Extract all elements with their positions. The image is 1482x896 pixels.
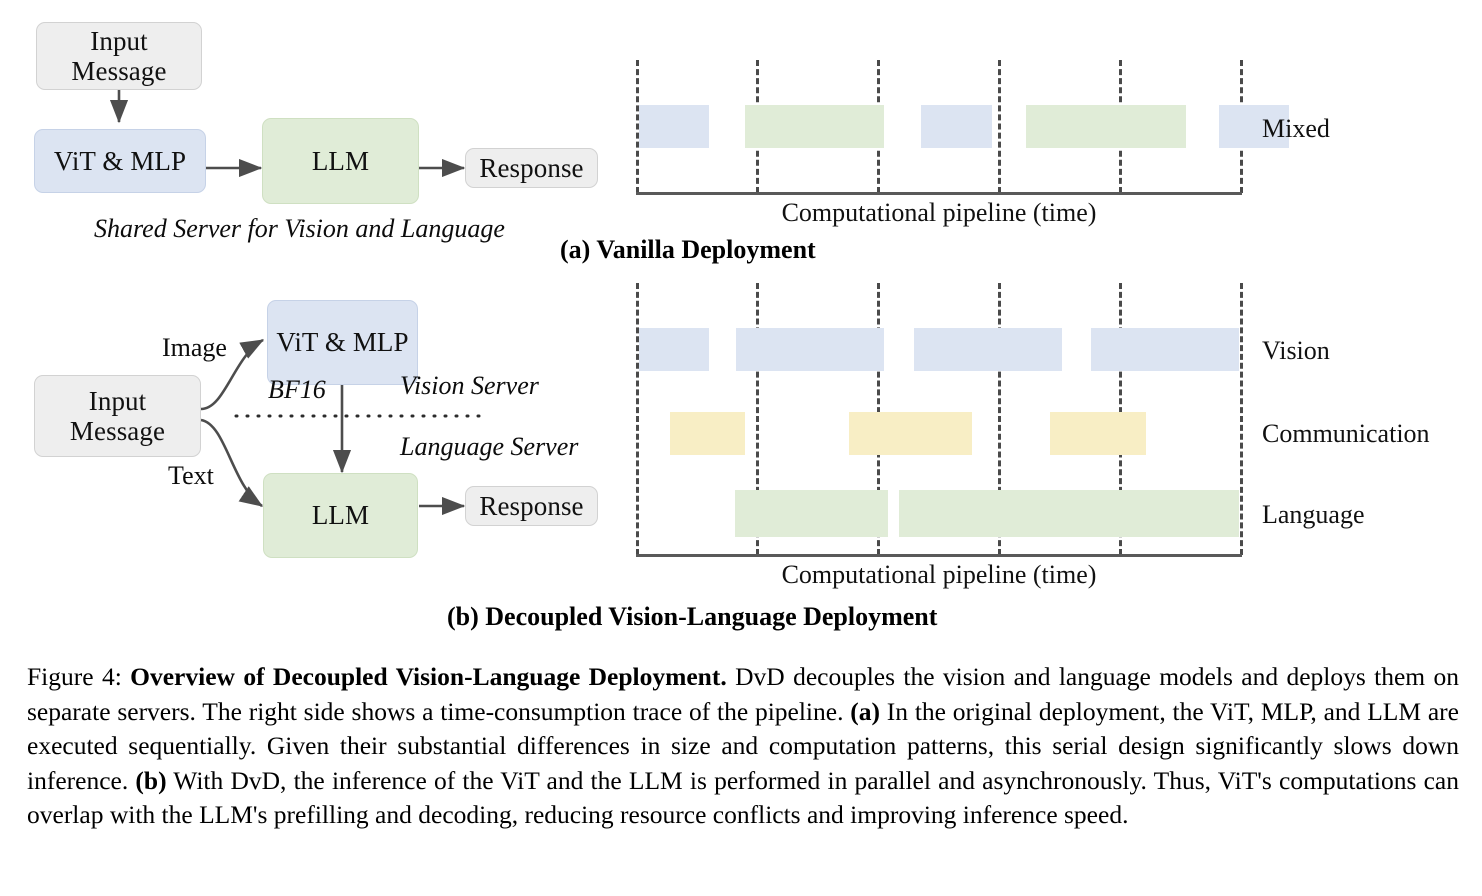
node-response-a-label: Response bbox=[479, 152, 584, 183]
bar-vision-3 bbox=[914, 328, 1062, 371]
label-vision-server: Vision Server bbox=[400, 371, 539, 400]
bar-communication-2 bbox=[849, 412, 972, 455]
bar-mixed-language-1 bbox=[745, 105, 884, 148]
chart-vanilla-timeline bbox=[636, 60, 1289, 195]
caption-body-2: In the original deployment, the ViT, MLP… bbox=[27, 696, 1459, 795]
bar-language-1 bbox=[735, 490, 888, 537]
edge-label-image: Image bbox=[162, 333, 227, 362]
gridline-b-0 bbox=[636, 283, 639, 555]
node-input-message-b-line1: Input bbox=[88, 385, 147, 416]
axis-line-b bbox=[636, 554, 1242, 557]
bar-communication-3 bbox=[1050, 412, 1146, 455]
chart-decoupled-timeline bbox=[636, 283, 1243, 556]
node-input-message-b[interactable]: Input Message bbox=[34, 375, 201, 457]
edge-label-bf16: BF16 bbox=[268, 375, 326, 404]
subcaption-b: (b) Decoupled Vision-Language Deployment bbox=[447, 602, 938, 631]
caption-title: Overview of Decoupled Vision-Language De… bbox=[130, 662, 727, 691]
bar-mixed-vision-3 bbox=[1219, 105, 1289, 148]
node-llm-b[interactable]: LLM bbox=[263, 473, 418, 558]
row-label-vision: Vision bbox=[1262, 336, 1330, 365]
bar-mixed-vision-1 bbox=[639, 105, 709, 148]
gridline-b-3 bbox=[998, 283, 1001, 555]
caption-body-1: DvD decouples the vision and language mo… bbox=[27, 662, 1459, 726]
shared-server-note: Shared Server for Vision and Language bbox=[94, 214, 505, 243]
axis-label-a: Computational pipeline (time) bbox=[781, 198, 1097, 227]
node-llm-a[interactable]: LLM bbox=[262, 118, 419, 204]
bar-vision-2 bbox=[736, 328, 884, 371]
gridline-b-5 bbox=[1240, 283, 1243, 555]
gridline-0 bbox=[636, 60, 639, 193]
caption-body-3: With DvD, the inference of the ViT and t… bbox=[27, 765, 1459, 830]
bar-vision-4 bbox=[1091, 328, 1239, 371]
gridline-b-1 bbox=[756, 283, 759, 555]
node-input-message-a-line2: Message bbox=[71, 56, 167, 86]
gridline-3 bbox=[998, 60, 1001, 193]
label-language-server: Language Server bbox=[400, 432, 579, 461]
axis-label-b: Computational pipeline (time) bbox=[781, 560, 1097, 589]
row-label-mixed: Mixed bbox=[1262, 114, 1330, 143]
node-vit-mlp-a[interactable]: ViT & MLP bbox=[34, 129, 206, 193]
node-input-message-a-line1: Input bbox=[90, 25, 148, 56]
axis-line-a bbox=[636, 192, 1242, 195]
caption-label-b: (b) bbox=[135, 765, 167, 795]
node-input-message-b-line2: Message bbox=[69, 416, 166, 446]
subcaption-a: (a) Vanilla Deployment bbox=[560, 235, 816, 264]
figure-caption: Figure 4: Overview of Decoupled Vision-L… bbox=[27, 660, 1459, 833]
node-response-a[interactable]: Response bbox=[465, 148, 598, 188]
node-vit-mlp-b[interactable]: ViT & MLP bbox=[267, 300, 418, 385]
node-response-b-label: Response bbox=[479, 490, 584, 521]
node-llm-a-label: LLM bbox=[311, 145, 370, 176]
row-label-communication: Communication bbox=[1262, 419, 1430, 448]
node-vit-mlp-a-label: ViT & MLP bbox=[53, 145, 187, 176]
bar-language-2 bbox=[899, 490, 1239, 537]
bar-communication-1 bbox=[670, 412, 745, 455]
bar-mixed-language-2 bbox=[1026, 105, 1186, 148]
node-vit-mlp-b-label: ViT & MLP bbox=[276, 327, 409, 358]
row-label-language: Language bbox=[1262, 500, 1365, 529]
edge-label-text: Text bbox=[168, 461, 214, 490]
caption-prefix: Figure 4: bbox=[27, 662, 122, 691]
node-llm-b-label: LLM bbox=[311, 500, 370, 531]
caption-label-a: (a) bbox=[850, 696, 880, 726]
node-response-b[interactable]: Response bbox=[465, 486, 598, 526]
node-input-message-a[interactable]: Input Message bbox=[36, 22, 202, 90]
bar-vision-1 bbox=[639, 328, 709, 371]
bar-mixed-vision-2 bbox=[921, 105, 992, 148]
